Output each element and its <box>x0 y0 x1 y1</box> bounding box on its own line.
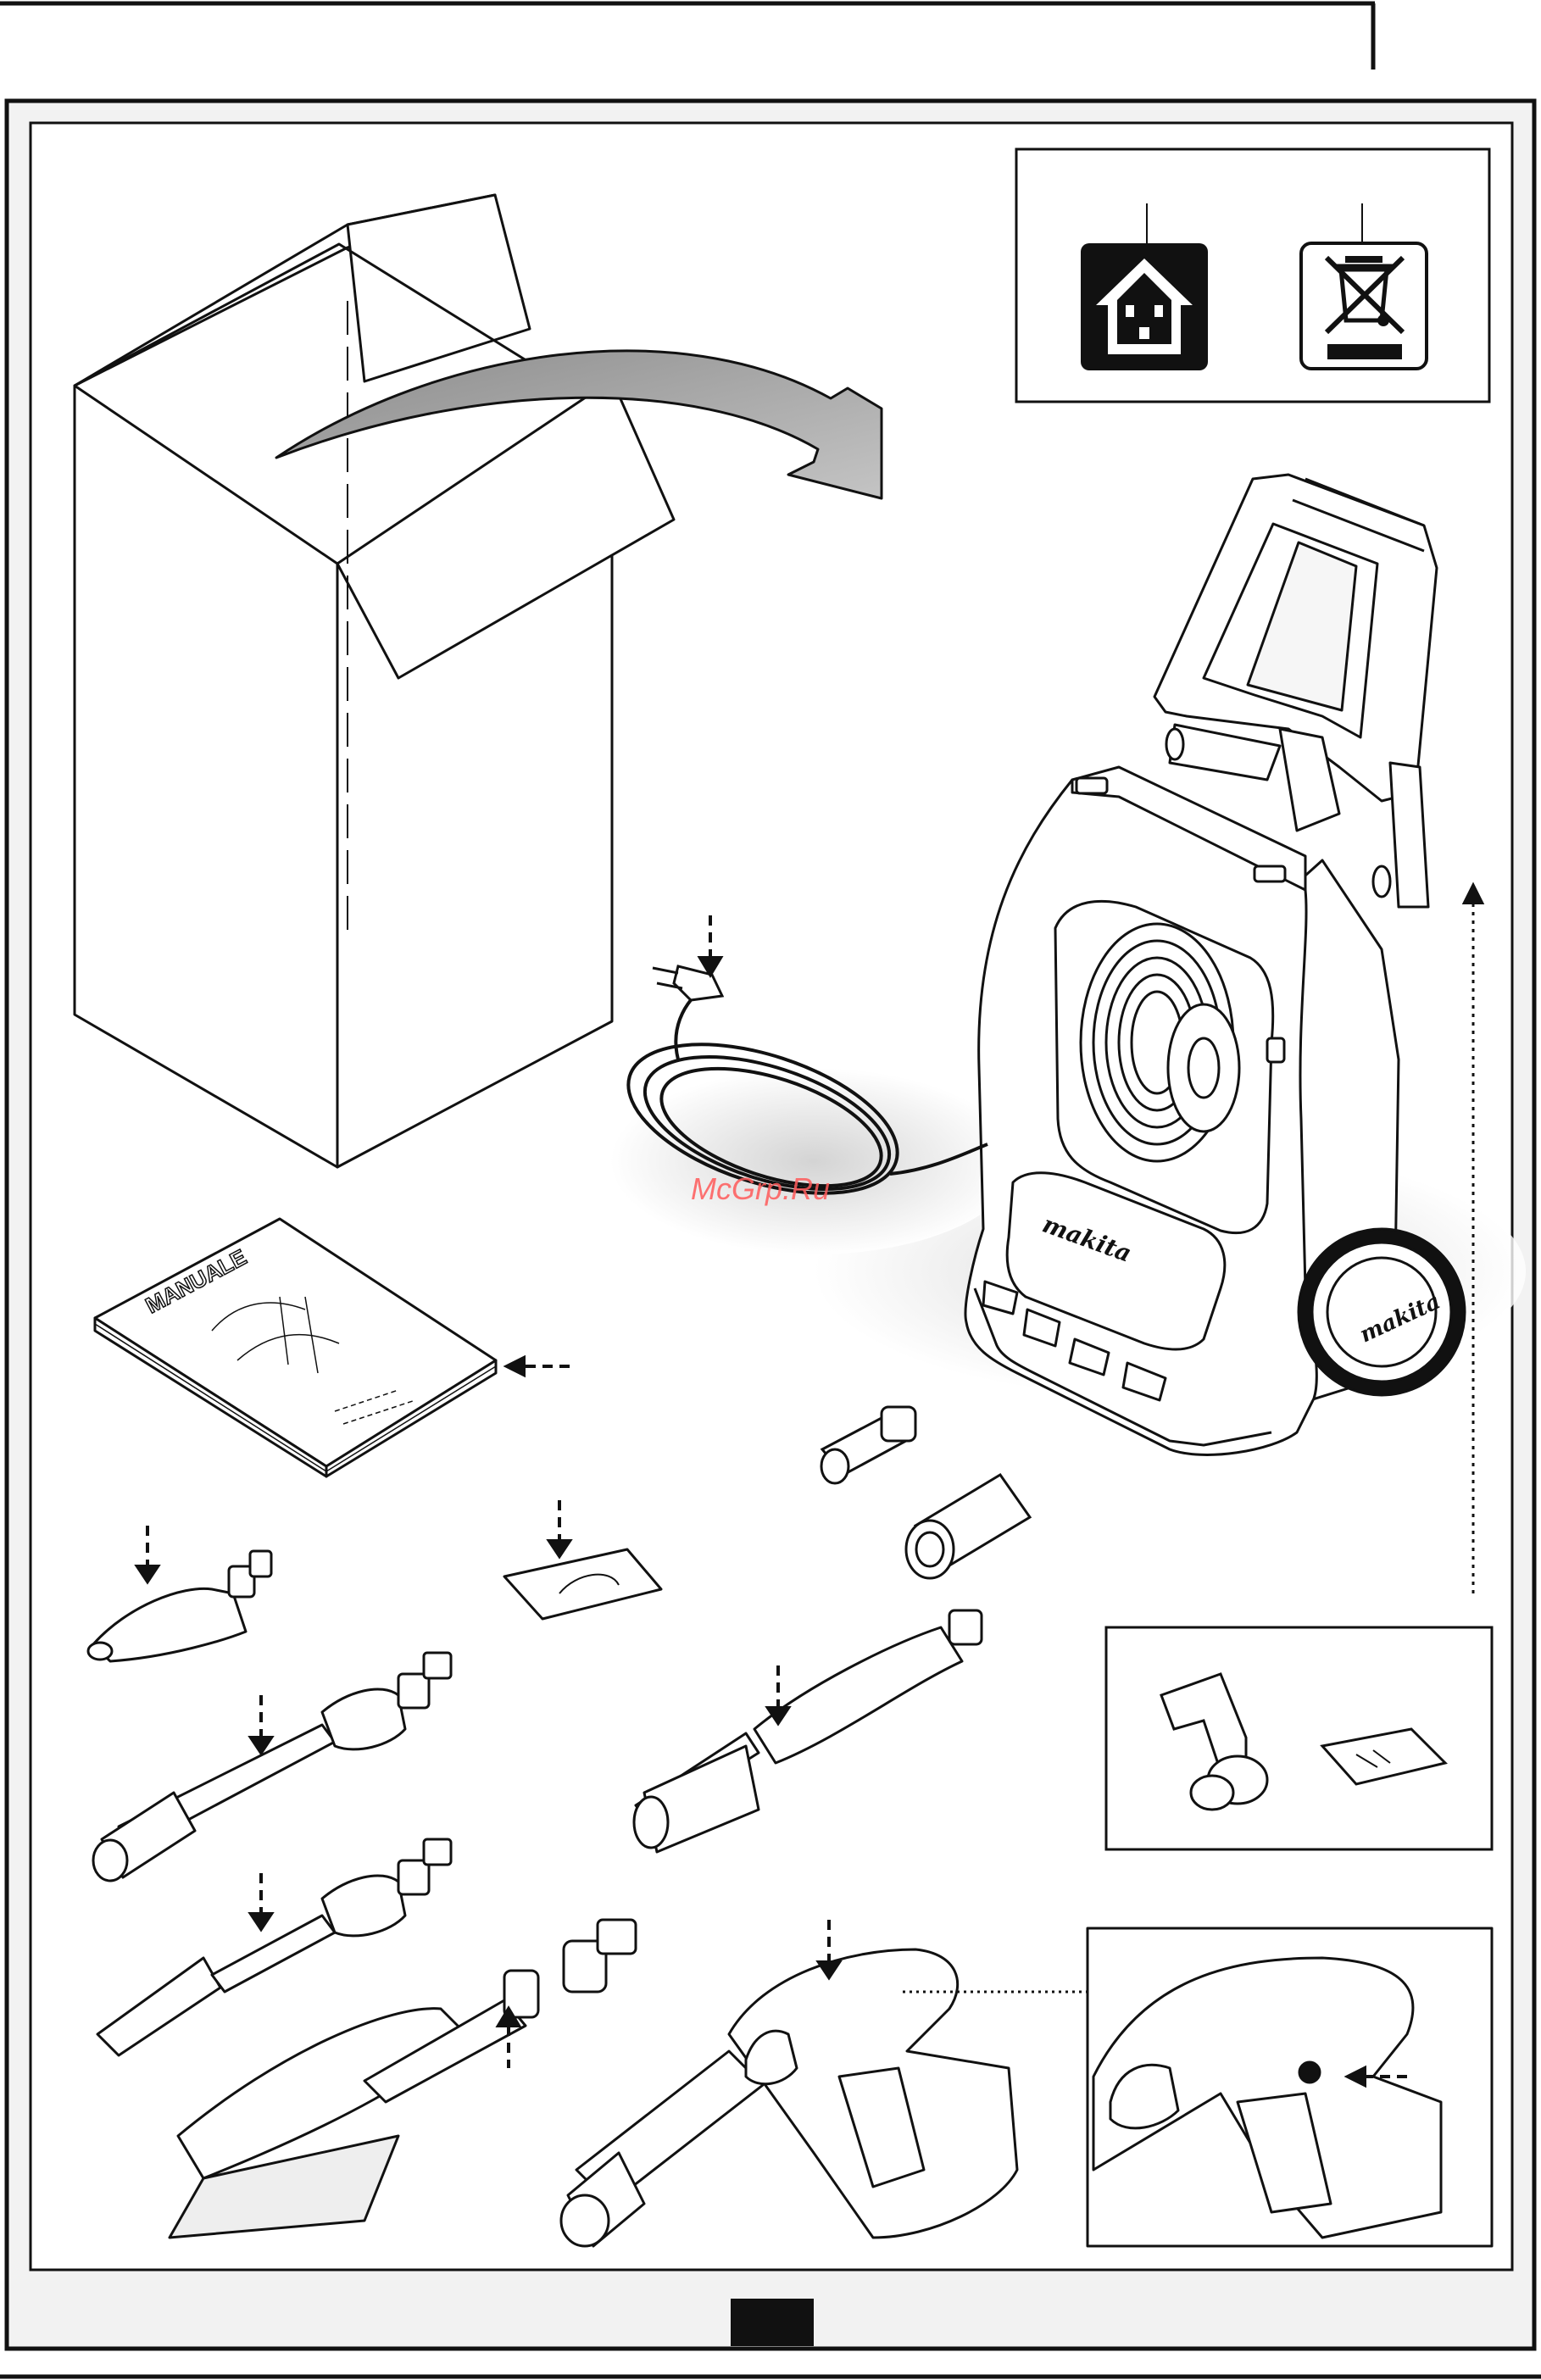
hose-shadow <box>610 1068 1017 1254</box>
watermark-text: McGrp.Ru <box>691 1171 830 1206</box>
page-header-rule <box>0 3 1375 70</box>
gun-detail-inset <box>1088 1928 1492 2246</box>
page-number-tab <box>731 2299 814 2346</box>
crank-parts-box <box>1106 1627 1492 1849</box>
indoor-use-house-icon <box>1081 243 1208 370</box>
symbols-panel <box>1016 149 1489 402</box>
weee-crossed-bin-icon <box>1301 243 1427 369</box>
